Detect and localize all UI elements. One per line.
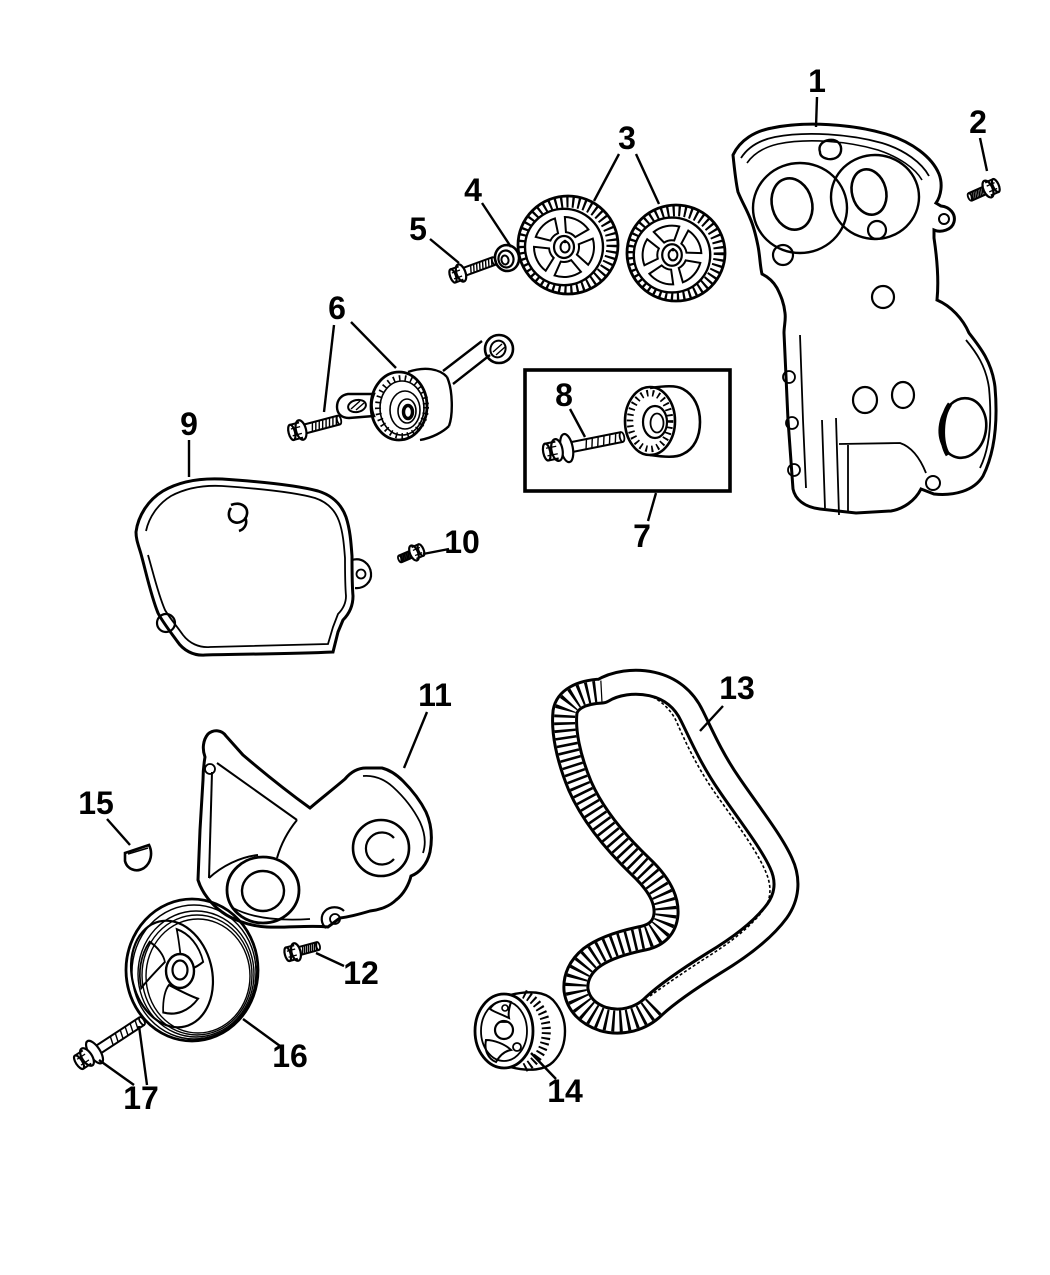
callout-label-9: 9 <box>180 406 198 442</box>
callout-label-10: 10 <box>444 524 480 560</box>
part-9-upper-cover <box>134 477 373 657</box>
callout-leader-5 <box>429 238 460 264</box>
part-8-idler-bolt <box>541 431 626 464</box>
callout-leader-8 <box>568 408 587 438</box>
part-6-tensioner-bolt <box>287 414 343 442</box>
callout-label-12: 12 <box>343 955 379 991</box>
callout-label-17: 17 <box>123 1080 159 1116</box>
callout-leader-11 <box>402 711 429 769</box>
callout-leader-10 <box>422 547 450 556</box>
callout-label-8: 8 <box>555 377 573 413</box>
part-5-cam-bolt <box>448 256 498 284</box>
callout-label-16: 16 <box>272 1038 308 1074</box>
callout-label-5: 5 <box>409 211 427 247</box>
callout-label-11: 11 <box>418 677 452 713</box>
callout-label-15: 15 <box>78 785 114 821</box>
callout-leader-6 <box>322 324 336 413</box>
callout-leader-14 <box>530 1052 557 1080</box>
callout-label-6: 6 <box>328 290 346 326</box>
callout-label-3: 3 <box>618 120 636 156</box>
callout-label-7: 7 <box>633 518 651 554</box>
part-10-bolt <box>397 543 426 564</box>
part-7-idler-pulley <box>623 384 702 459</box>
part-13-timing-belt <box>551 668 800 1035</box>
part-6-tensioner <box>335 333 515 442</box>
cam-sprocket <box>516 194 620 296</box>
callout-leader-6 <box>350 321 397 369</box>
part-7-idler-box <box>523 368 732 493</box>
part-12-bolt <box>283 941 321 963</box>
callout-label-4: 4 <box>464 172 482 208</box>
callout-leader-7 <box>646 492 658 522</box>
callout-leader-3 <box>634 153 661 205</box>
callout-leader-3 <box>592 153 621 202</box>
part-15-key <box>123 843 153 872</box>
part-17-damper-bolt <box>72 1016 146 1071</box>
callout-label-2: 2 <box>969 104 987 140</box>
callout-leader-12 <box>315 951 345 968</box>
part-11-lower-cover <box>196 729 433 929</box>
callout-leader-4 <box>480 202 513 248</box>
part-16-damper-pulley <box>124 897 260 1043</box>
callout-leader-17 <box>137 1025 149 1086</box>
part-2-bolt <box>966 177 1001 202</box>
cam-sprocket <box>625 203 727 303</box>
part-14-crank-sprocket <box>473 989 567 1073</box>
callout-leader-13 <box>699 705 724 732</box>
callout-label-1: 1 <box>808 63 826 99</box>
callout-leader-16 <box>242 1018 281 1047</box>
callout-leader-2 <box>978 137 989 172</box>
bolt-layer <box>72 177 1001 1071</box>
callout-label-13: 13 <box>719 670 755 706</box>
part-1-outer-timing-cover <box>731 122 998 516</box>
callout-leader-17 <box>98 1059 135 1086</box>
part-3-camshaft-sprockets <box>516 194 727 303</box>
callout-leader-1 <box>814 96 819 128</box>
callout-label-14: 14 <box>547 1073 583 1109</box>
callout-leader-15 <box>106 818 131 846</box>
